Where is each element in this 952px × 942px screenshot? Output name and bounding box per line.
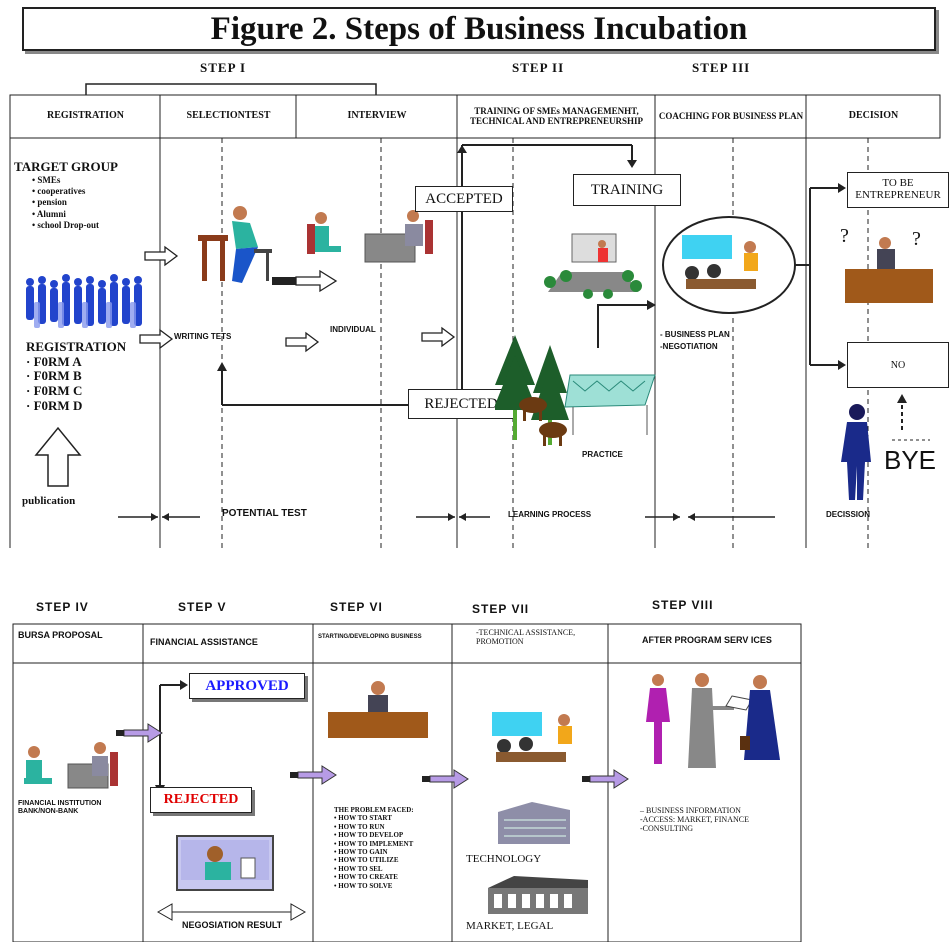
financial-institution-label: FINANCIAL INSTITUTION BANK/NON-BANK: [18, 800, 102, 816]
rejected-box: REJECTED: [408, 389, 514, 419]
list-item: • pension: [32, 197, 67, 208]
header-coaching: COACHING FOR BUSINESS PLAN: [658, 110, 804, 121]
step-7-label: STEP VII: [472, 602, 530, 616]
bye-label: BYE: [884, 445, 937, 475]
list-item: • HOW TO DEVELOP: [334, 831, 404, 840]
approved-box: APPROVED: [189, 673, 305, 699]
step-5-label: STEP V: [178, 600, 227, 614]
header-interview: INTERVIEW: [347, 110, 407, 122]
question-mark: ?: [840, 225, 849, 247]
problem-faced-title: THE PROBLEM FACED:: [334, 806, 414, 814]
coaching-meeting-icon: [662, 216, 796, 314]
practice-label: PRACTICE: [582, 450, 623, 459]
learning-process-label: LEARNING PROCESS: [508, 510, 592, 519]
writing-test-person-icon: [198, 206, 272, 283]
list-item: · F0RM C: [26, 383, 83, 399]
list-item: • HOW TO GAIN: [334, 847, 388, 856]
list-item: • HOW TO IMPLEMENT: [334, 839, 414, 848]
accepted-box: ACCEPTED: [415, 186, 513, 212]
crowd-icon: [26, 274, 142, 328]
list-item: · F0RM D: [26, 397, 83, 413]
to-be-entrepreneur-box: TO BE ENTREPRENEUR: [847, 172, 949, 208]
list-item: • SMEs: [32, 174, 61, 185]
list-item: – BUSINESS INFORMATION: [640, 806, 741, 815]
header-training: TRAINING OF SMEs MANAGEMENHT, TECHNICAL …: [469, 106, 644, 126]
header-bursa-proposal: BURSA PROPOSAL: [18, 630, 103, 640]
rejected-box-bottom: REJECTED: [150, 787, 252, 813]
financial-meeting-icon: [24, 742, 118, 789]
after-services-list: – BUSINESS INFORMATION -ACCESS: MARKET, …: [640, 806, 790, 834]
decission-label: DECISSION: [826, 510, 871, 519]
leaving-person-icon: [841, 404, 871, 500]
question-mark: ?: [912, 228, 921, 250]
building-icon: [498, 802, 570, 844]
step-3-label: STEP III: [692, 60, 751, 75]
negotiation-label: -NEGOTIATION: [660, 342, 718, 351]
step-1-label: STEP I: [200, 60, 247, 75]
header-financial-assistance: FINANCIAL ASSISTANCE: [150, 637, 258, 647]
business-plan-label: - BUSINESS PLAN: [660, 330, 730, 339]
market-legal-label: MARKET, LEGAL: [466, 920, 554, 932]
list-item: • cooperatives: [32, 186, 86, 197]
list-item: • HOW TO SOLVE: [334, 881, 393, 890]
training-box: TRAINING: [573, 174, 681, 206]
writing-test-label: WRITING TETS: [174, 332, 232, 341]
header-starting-business: STARTING/DEVELOPING BUSINESS: [318, 634, 422, 640]
step-8-label: STEP VIII: [652, 598, 714, 612]
list-item: • HOW TO UTILIZE: [334, 856, 399, 865]
target-group-title: TARGET GROUP: [14, 159, 118, 174]
header-technical-assistance: -TECHNICAL ASSISTANCE, PROMOTION: [476, 628, 576, 647]
list-item: • HOW TO START: [334, 814, 392, 823]
header-decision: DECISION: [848, 110, 899, 122]
step-6-label: STEP VI: [330, 600, 383, 614]
registration-forms-title: REGISTRATION: [26, 339, 127, 354]
list-item: · F0RM B: [26, 368, 82, 384]
technology-label: TECHNOLOGY: [466, 853, 542, 865]
publication-label: publication: [22, 495, 76, 507]
header-registration: REGISTRATION: [46, 110, 125, 122]
list-item: • school Drop-out: [32, 219, 99, 230]
header-after-program: AFTER PROGRAM SERV ICES: [642, 635, 772, 645]
businessman-at-desk-icon: [328, 681, 428, 738]
practice-scene-icon: [495, 335, 656, 446]
list-item: -CONSULTING: [640, 824, 694, 834]
target-group: TARGET GROUP • SMEs • cooperatives • pen…: [14, 159, 118, 231]
person-at-computer-icon: [176, 835, 274, 891]
negosiation-result-label: NEGOSIATION RESULT: [182, 920, 283, 930]
page-title: Figure 2. Steps of Business Incubation: [22, 7, 936, 51]
list-item: • Alumni: [32, 208, 66, 219]
step-2-label: STEP II: [512, 60, 565, 75]
list-item: • HOW TO SEL: [334, 864, 383, 873]
registration-forms: REGISTRATION · F0RM A · F0RM B · F0RM C …: [26, 339, 127, 413]
interview-people-icon: [307, 210, 433, 263]
header-selection-test: SELECTIONTEST: [186, 110, 271, 122]
potential-test-label: POTENTIAL TEST: [222, 508, 307, 519]
list-item: · F0RM A: [26, 353, 82, 369]
top-diagram-lines: [9, 83, 941, 548]
list-item: • HOW TO CREATE: [334, 873, 398, 882]
problem-faced: THE PROBLEM FACED: • HOW TO START • HOW …: [334, 806, 444, 890]
classroom-icon: [544, 233, 642, 299]
list-item: -ACCESS: MARKET, FINANCE: [640, 815, 749, 825]
entrepreneur-at-desk-icon: [845, 237, 933, 303]
no-box: NO: [847, 342, 949, 388]
business-people-handshake-icon: [646, 673, 780, 768]
technical-assistance-meeting-icon: [492, 712, 572, 762]
step-4-label: STEP IV: [36, 600, 89, 614]
factory-icon: [488, 876, 588, 914]
list-item: • HOW TO RUN: [334, 822, 385, 831]
individual-label: INDIVIDUAL: [330, 325, 376, 334]
